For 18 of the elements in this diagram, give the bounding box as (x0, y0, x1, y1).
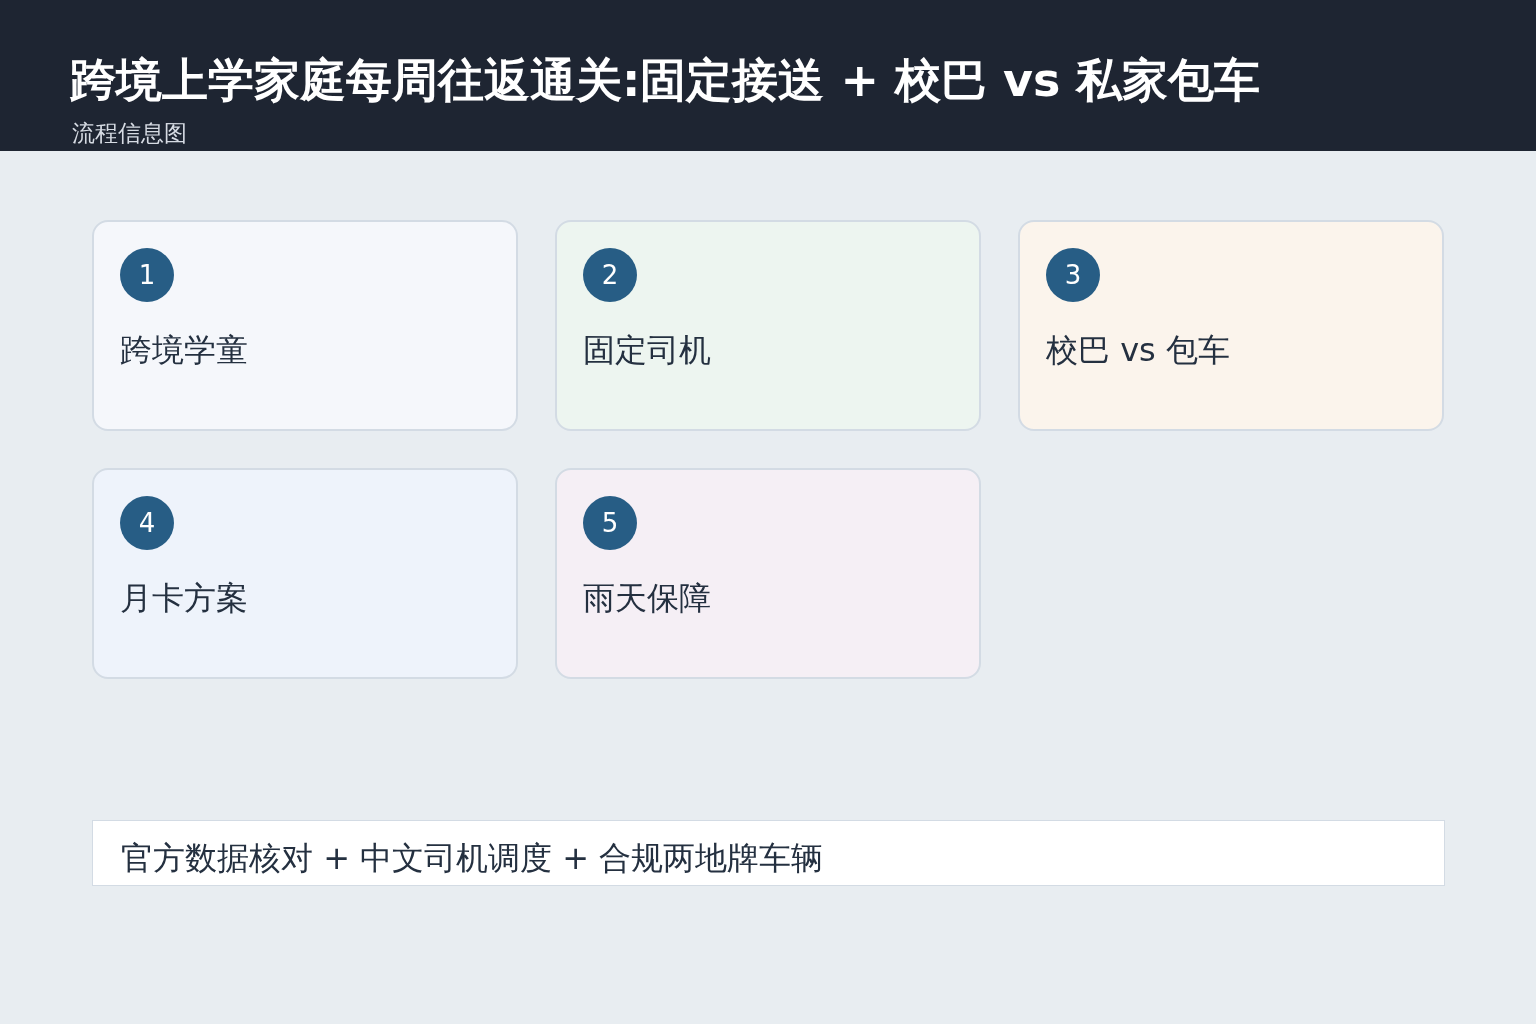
step-card (92, 220, 518, 431)
step-label: 校巴 vs 包车 (1046, 330, 1230, 371)
step-card (1018, 220, 1444, 431)
step-label: 跨境学童 (120, 330, 248, 371)
step-label: 月卡方案 (120, 578, 248, 619)
step-label: 固定司机 (583, 330, 711, 371)
subtitle: 流程信息图 (72, 119, 187, 148)
step-card (555, 468, 981, 679)
step-number-badge: 1 (120, 248, 174, 302)
step-number-badge: 2 (583, 248, 637, 302)
step-label: 雨天保障 (583, 578, 711, 619)
step-card (92, 468, 518, 679)
step-card (555, 220, 981, 431)
step-number-badge: 3 (1046, 248, 1100, 302)
step-number-badge: 5 (583, 496, 637, 550)
summary-banner: 官方数据核对 + 中文司机调度 + 合规两地牌车辆 (92, 820, 1445, 886)
step-number-badge: 4 (120, 496, 174, 550)
title: 跨境上学家庭每周往返通关:固定接送 + 校巴 vs 私家包车 (70, 52, 1261, 109)
